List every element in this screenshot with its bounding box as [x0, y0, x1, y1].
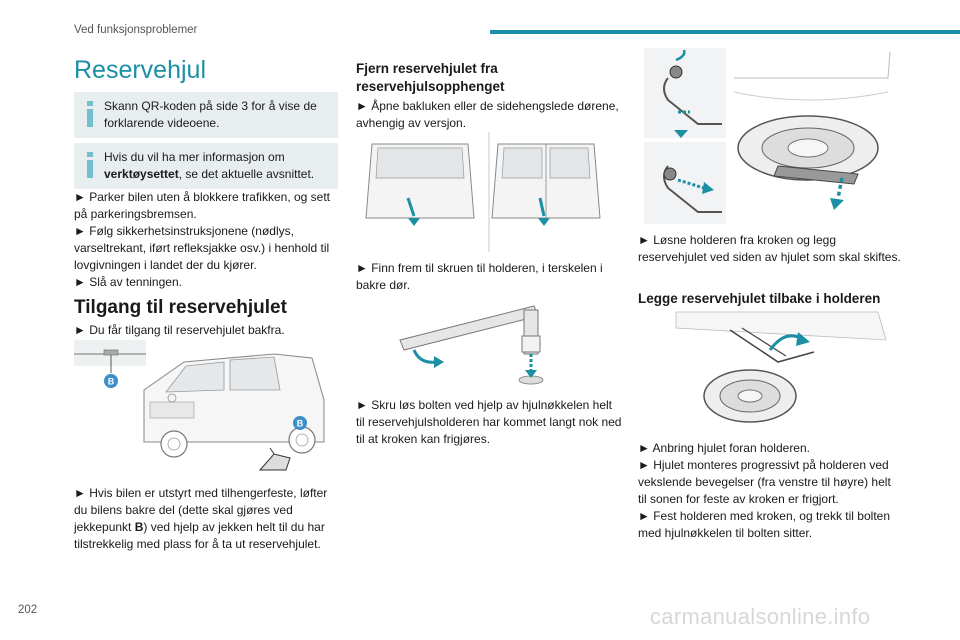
- hook-release-illustration: [638, 48, 902, 226]
- step-mount-wheel: ► Hjulet monteres progressivt på holdere…: [638, 458, 891, 506]
- info-text-qr: Skann QR-koden på side 3 for å vise de f…: [104, 99, 317, 130]
- step-list-prep: ► Parker bilen uten å blokkere trafikken…: [74, 189, 338, 291]
- step-jack-pre: ► Hvis bilen er utstyrt med tilhengerfes…: [74, 486, 328, 534]
- step-release-holder: ► Løsne holderen fra kroken og legg rese…: [638, 233, 901, 264]
- section-heading-remove: Fjern reservehjulet fra reservehjulsopph…: [356, 61, 505, 94]
- section-heading-access: Tilgang til reservehjulet: [74, 297, 287, 318]
- step-jack: ► Hvis bilen er utstyrt med tilhengerfes…: [74, 485, 338, 553]
- info-text-post: , se det aktuelle avsnittet.: [178, 167, 315, 181]
- step-park: ► Parker bilen uten å blokkere trafikken…: [74, 190, 331, 221]
- step-place-wheel: ► Anbring hjulet foran holderen.: [638, 441, 810, 455]
- header-section-title: Ved funksjonsproblemer: [74, 24, 198, 36]
- info-box-toolkit: Hvis du vil ha mer informasjon om verktø…: [74, 143, 338, 189]
- step-unscrew: ► Skru løs bolten ved hjelp av hjulnøkke…: [356, 398, 622, 446]
- page-title: Reservehjul: [74, 56, 207, 84]
- step-list-refit: ► Anbring hjulet foran holderen. ► Hjule…: [638, 440, 902, 542]
- info-text-pre: Hvis du vil ha mer informasjon om: [104, 150, 285, 164]
- info-text-bold: verktøysettet: [104, 167, 179, 181]
- step-fasten-hook: ► Fest holderen med kroken, og trekk til…: [638, 509, 890, 540]
- watermark-text: carmanualsonline.info: [650, 604, 871, 629]
- step-open-doors: ► Åpne bakluken eller de sidehengslede d…: [356, 99, 619, 130]
- wrench-illustration: [356, 292, 622, 387]
- info-icon: [86, 152, 94, 178]
- step-safety: ► Følg sikkerhetsinstruksjonene (nødlys,…: [74, 224, 330, 272]
- header-accent-bar: [490, 30, 960, 34]
- step-access: ► Du får tilgang til reservehjulet bakfr…: [74, 323, 285, 337]
- step-ignition: ► Slå av tenningen.: [74, 275, 182, 289]
- jack-point-label-inset: B: [108, 377, 115, 387]
- refit-wheel-illustration: [638, 310, 902, 428]
- info-box-qr: Skann QR-koden på side 3 for å vise de f…: [74, 92, 338, 138]
- jack-point-label: B: [297, 419, 304, 429]
- step-jack-bold: B: [134, 520, 144, 534]
- van-jack-illustration: B B: [74, 340, 338, 475]
- step-jack-post: ) ved hjelp av jekken helt til du har ti…: [74, 520, 325, 551]
- info-icon: [86, 101, 94, 127]
- rear-doors-illustration: [356, 132, 622, 252]
- page-number: 202: [18, 604, 38, 616]
- step-find-screw: ► Finn frem til skruen til holderen, i t…: [356, 261, 603, 292]
- section-heading-refit: Legge reservehjulet tilbake i holderen: [638, 291, 881, 306]
